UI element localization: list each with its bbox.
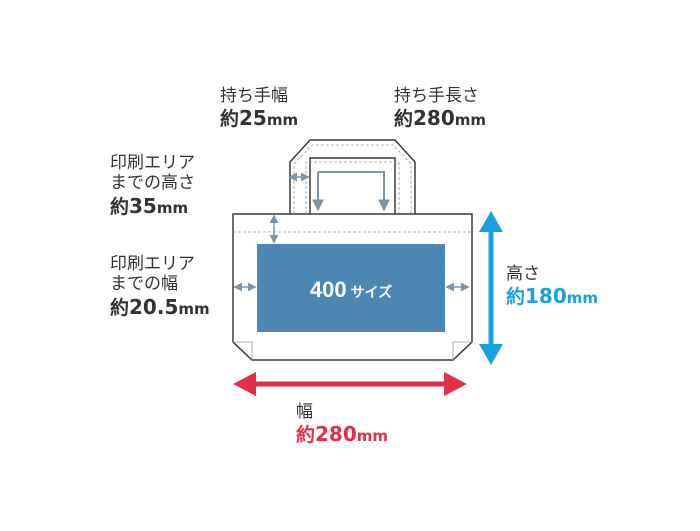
print-top-label: 印刷エリア までの高さ 約35mm — [110, 153, 195, 218]
corner-gusset-right — [452, 341, 472, 360]
height-arrow — [479, 211, 503, 365]
height-label: 高さ 約180mm — [506, 264, 599, 309]
handle-length-arrow-right — [318, 171, 390, 212]
width-arrow — [233, 372, 467, 396]
width-label: 幅 約280mm — [296, 402, 389, 447]
print-area — [257, 244, 445, 332]
handle-width-label: 持ち手幅 約25mm — [220, 86, 299, 131]
print-side-label: 印刷エリア までの幅 約20.5mm — [110, 254, 210, 319]
corner-gusset-left — [233, 341, 253, 360]
handle-shape — [289, 139, 416, 214]
handle-length-label: 持ち手長さ 約280mm — [394, 86, 487, 131]
